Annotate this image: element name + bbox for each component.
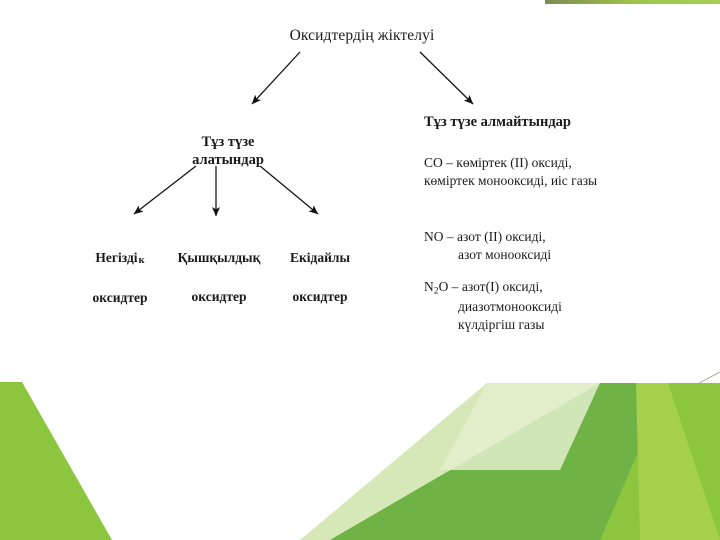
example-n2o-line1: N2O – азот(I) оксиді, (424, 278, 684, 298)
example-co: CO – көміртек (II) оксиді, көміртек моно… (424, 154, 684, 190)
example-n2o-formula-subscript: 2 (433, 285, 439, 297)
leaf-acidic-oxides-line1: Қышқылдық (177, 249, 261, 265)
branch-salt-forming-line2: алатындар (192, 152, 264, 169)
leaf-basic-oxides-line2: оксидтер (92, 289, 148, 305)
deco-shard-pale (300, 383, 720, 540)
deco-hairline (403, 371, 720, 540)
deco-shard-mid (330, 383, 720, 540)
leaf-acidic-oxides: Қышқылдық оксидтер (166, 228, 272, 326)
deco-shard-sliver (636, 383, 720, 540)
leaf-amphoteric-oxides-line1: Екідайлы (289, 249, 350, 265)
arrow-root-to-right (419, 51, 474, 105)
diagram-arrows (133, 51, 474, 217)
branch-non-salt-forming: Тұз түзе алмайтындар (424, 114, 571, 130)
example-n2o-line1-rest: O – азот(I) оксиді, (438, 279, 543, 294)
oxide-classification-diagram: Оксидтердің жіктелуі Тұз түзе алатындар … (74, 27, 684, 334)
leaf-acidic-oxides-line2: оксидтер (191, 288, 247, 304)
leaf-basic-oxides-line1-tail: к (138, 255, 145, 267)
example-no-line2: азот монооксиді (458, 247, 552, 263)
branch-salt-forming-line1: Тұз түзе (201, 133, 255, 150)
example-no: NO – азот (II) оксиді, азот монооксиді (424, 228, 684, 264)
example-n2o: N2O – азот(I) оксиді, диазотмонооксиді к… (424, 278, 684, 334)
example-co-line1: CO – көміртек (II) оксиді, (424, 155, 572, 170)
leaf-basic-oxides-line1: Негіздік (74, 248, 166, 269)
deco-shard-highlight (440, 383, 600, 470)
example-co-line2: көміртек монооксиді, иіс газы (424, 173, 598, 189)
top-accent-band (545, 0, 720, 4)
deco-left-wedge (0, 382, 112, 540)
leaf-amphoteric-oxides: Екідайлы оксидтер (274, 228, 366, 326)
diagram-root-title: Оксидтердің жіктелуі (289, 27, 435, 44)
arrow-branch-to-leaf-3 (259, 165, 319, 215)
deco-shard-bright (600, 383, 720, 540)
leaf-basic-oxides-line1-main: Негізді (95, 249, 138, 265)
arrow-branch-to-leaf-1 (133, 165, 197, 215)
leaf-basic-oxides: Негіздік оксидтер (74, 228, 166, 327)
example-n2o-line2: диазотмонооксиді (458, 298, 562, 314)
leaf-amphoteric-oxides-line2: оксидтер (292, 288, 348, 304)
branch-salt-forming: Тұз түзе алатындар (168, 114, 288, 170)
example-n2o-line3: күлдіргіш газы (458, 317, 545, 333)
arrow-root-to-left (251, 51, 301, 105)
example-n2o-formula-prefix: N (424, 279, 434, 294)
example-no-line1: NO – азот (II) оксиді, (424, 229, 546, 244)
